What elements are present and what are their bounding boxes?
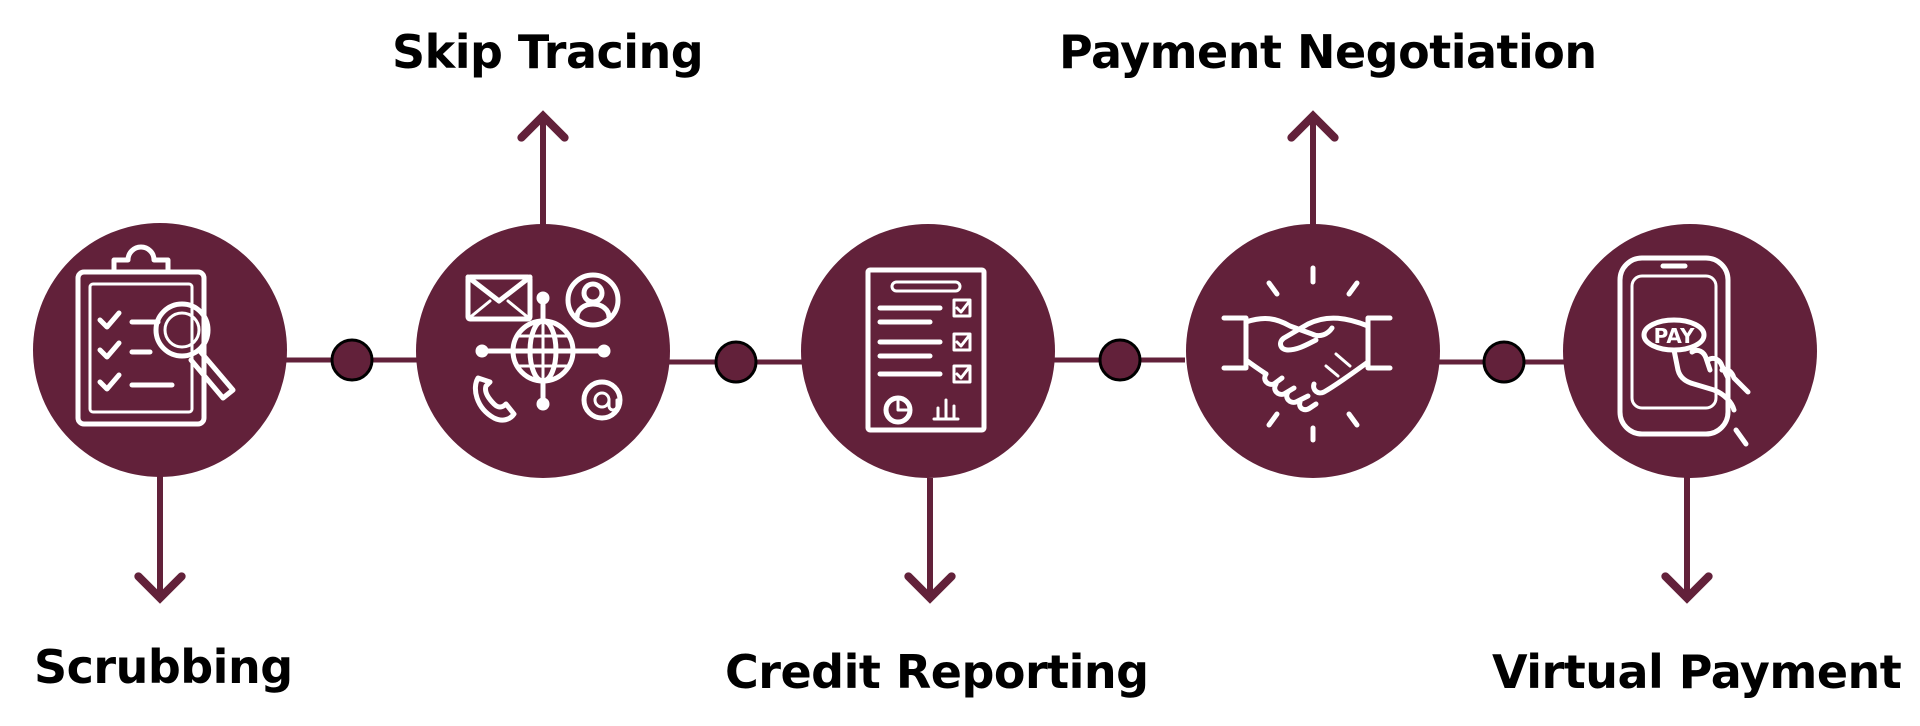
label-payment-negotiation: Payment Negotiation — [1059, 25, 1597, 79]
label-virtual-payment: Virtual Payment — [1492, 645, 1901, 699]
label-skip-tracing: Skip Tracing — [392, 25, 703, 79]
connector-dot-3 — [1098, 338, 1142, 382]
step-credit-reporting — [801, 224, 1055, 478]
step-arrows — [134, 110, 1713, 604]
connector-dot-1 — [330, 338, 374, 382]
step-circle-payment-negotiation — [1186, 224, 1440, 478]
step-labels: Scrubbing Skip Tracing Credit Reporting … — [34, 25, 1902, 699]
step-payment-negotiation — [1186, 224, 1440, 478]
handshake-icon — [1221, 265, 1393, 443]
step-virtual-payment: PAY — [1563, 224, 1817, 478]
step-skip-tracing — [416, 224, 670, 478]
label-credit-reporting: Credit Reporting — [725, 645, 1149, 699]
connector-dots — [330, 338, 1526, 384]
step-circle-credit-reporting — [801, 224, 1055, 478]
report-document-checklist-icon — [865, 267, 987, 433]
step-scrubbing — [33, 223, 287, 477]
pay-icon-text: PAY — [1654, 324, 1695, 348]
connector-dot-4 — [1482, 340, 1526, 384]
label-scrubbing: Scrubbing — [34, 640, 293, 694]
phone-pay-tap-icon — [1617, 255, 1751, 447]
connector-dot-2 — [714, 340, 758, 384]
clipboard-checklist-magnifier-icon — [75, 244, 236, 427]
network-contact-globe-icon — [465, 272, 623, 423]
